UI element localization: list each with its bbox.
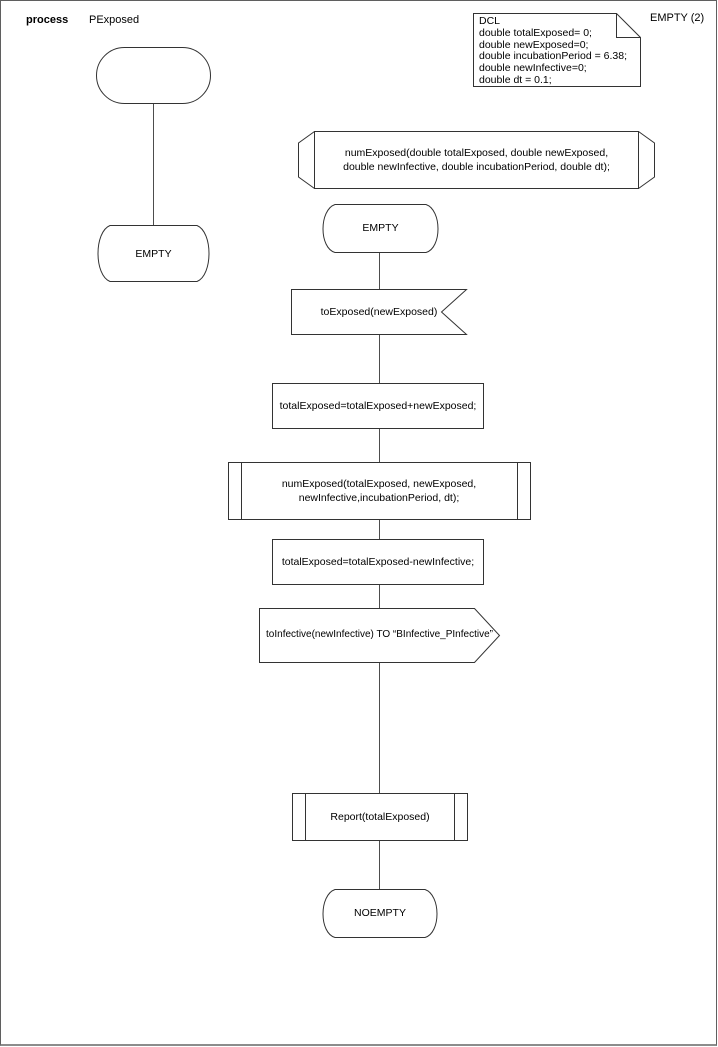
connectors <box>153 104 380 891</box>
procedure-call-label: numExposed(totalExposed, newExposed, new… <box>228 462 530 519</box>
report-call-label: Report(totalExposed) <box>330 810 430 823</box>
input-signal-symbol <box>291 289 468 335</box>
dcl-line: double dt = 0.1; <box>479 73 552 86</box>
procedure-declaration-label: numExposed(double totalExposed, double n… <box>314 131 639 188</box>
output-signal-symbol <box>259 608 501 663</box>
state-empty-left-label: EMPTY <box>135 247 172 260</box>
state-symbol-empty-left <box>97 225 210 282</box>
dcl-line: double newInfective=0; <box>479 62 587 75</box>
label-line: newInfective,incubationPeriod, dt); <box>298 491 460 504</box>
declaration-text: DCL double totalExposed= 0; double newEx… <box>479 15 637 87</box>
dcl-line: double newExposed=0; <box>479 38 589 51</box>
start-symbol <box>96 47 211 104</box>
task-subtract-label: totalExposed=totalExposed-newInfective; <box>281 555 475 568</box>
dcl-line: DCL <box>479 15 501 27</box>
input-signal-label: toExposed(newExposed) <box>320 305 438 318</box>
dcl-line: double incubationPeriod = 6.38; <box>479 50 627 63</box>
dcl-line: double totalExposed= 0; <box>479 26 592 39</box>
page-label: EMPTY (2) <box>650 12 705 24</box>
state-symbol-empty <box>322 204 439 253</box>
diagram-kind-label: process <box>26 14 69 26</box>
task-add-symbol <box>272 383 484 429</box>
process-name-label: PExposed <box>89 14 140 26</box>
task-subtract-symbol <box>272 539 484 585</box>
state-empty-label: EMPTY <box>362 222 399 234</box>
report-call-symbol <box>292 793 468 841</box>
output-signal-label: toInfective(newInfective) TO “BInfective… <box>266 629 493 640</box>
procedure-declaration-symbol <box>314 131 639 189</box>
label-line: numExposed(totalExposed, newExposed, <box>281 477 477 490</box>
task-add-label: totalExposed=totalExposed+newExposed; <box>279 399 477 412</box>
procedure-declaration-right-flap <box>638 131 655 189</box>
state-symbol-noempty <box>322 889 438 938</box>
declaration-box-fold <box>616 13 641 38</box>
declaration-box <box>473 13 641 87</box>
label-line: numExposed(double totalExposed, double n… <box>344 146 609 159</box>
label-line: double newInfective, double incubationPe… <box>343 160 610 173</box>
shapes <box>96 13 655 938</box>
procedure-call-symbol <box>228 462 531 520</box>
state-noempty-label: NOEMPTY <box>354 907 406 919</box>
procedure-declaration-left-flap <box>298 131 315 189</box>
